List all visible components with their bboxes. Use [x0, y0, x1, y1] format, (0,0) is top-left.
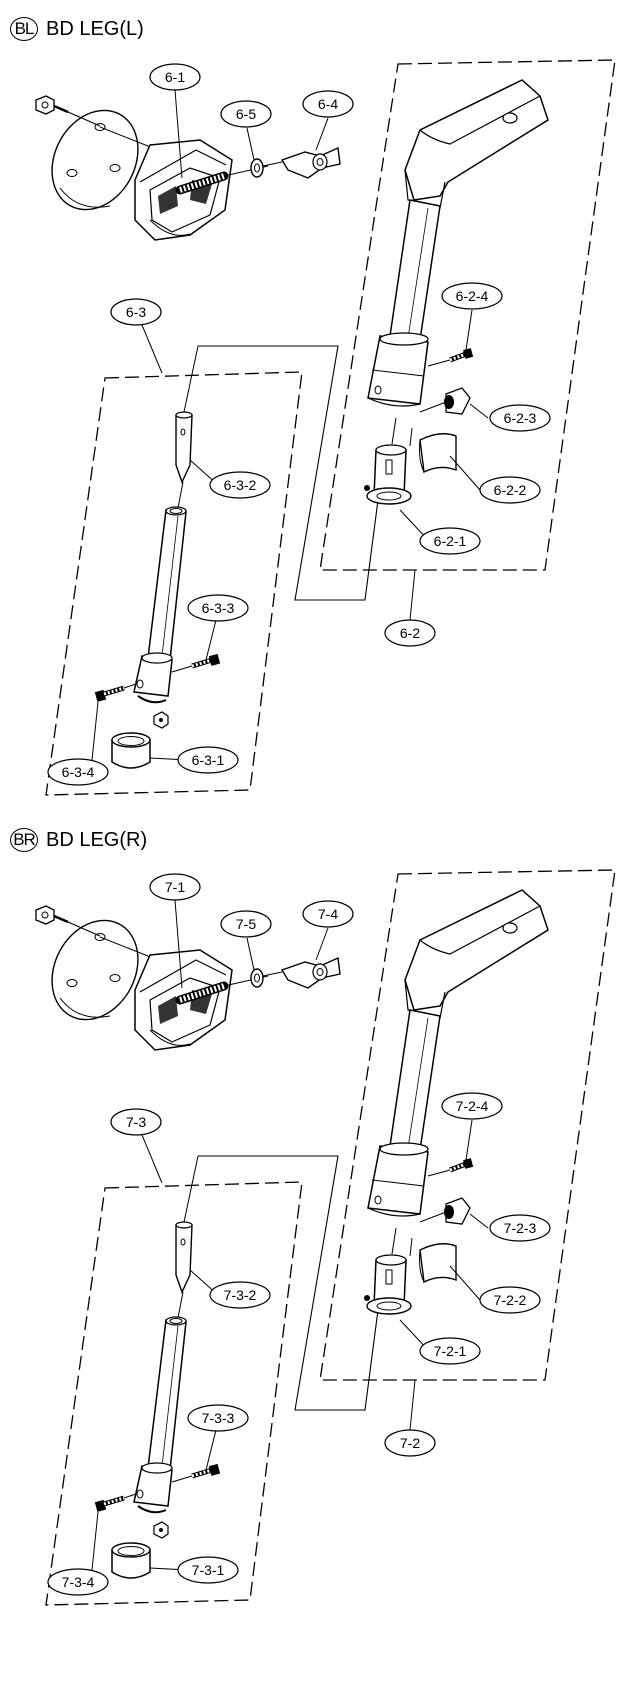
section-heading-left: BL BD LEG(L): [10, 14, 144, 44]
section-code-badge: BR: [10, 828, 38, 852]
svg-text:7-1: 7-1: [165, 879, 185, 895]
section-heading-right: BR BD LEG(R): [10, 825, 147, 855]
part-label: 6-2-2: [479, 476, 541, 504]
part-label: 6-3-4: [47, 758, 109, 786]
part-label: 7-4: [302, 900, 354, 928]
part-label: 7-2-4: [441, 1092, 503, 1120]
section-title: BD LEG(L): [46, 17, 144, 40]
svg-text:7-3: 7-3: [126, 1114, 146, 1130]
svg-text:7-4: 7-4: [318, 906, 338, 922]
section-title: BD LEG(R): [46, 828, 148, 851]
svg-text:7-2-3: 7-2-3: [504, 1220, 537, 1236]
labels-left: 6-1 6-5 6-4 6-3 6-3-2 6-3-3 6-3-4 6-3-1 …: [47, 63, 551, 786]
part-label: 7-5: [220, 910, 272, 938]
part-label: 7-2-2: [479, 1286, 541, 1314]
part-label: 6-3-1: [177, 746, 239, 774]
part-label: 7-3-2: [209, 1281, 271, 1309]
part-label: 6-5: [220, 100, 272, 128]
svg-text:7-3-1: 7-3-1: [192, 1562, 225, 1578]
part-label: 6-4: [302, 90, 354, 118]
part-label: 6-2-4: [441, 282, 503, 310]
svg-text:6-3-2: 6-3-2: [224, 477, 257, 493]
part-label: 6-2: [384, 619, 436, 647]
svg-text:6-3-3: 6-3-3: [202, 600, 235, 616]
svg-text:7-3-3: 7-3-3: [202, 1410, 235, 1426]
part-label: 7-3-1: [177, 1556, 239, 1584]
svg-text:6-2: 6-2: [400, 625, 420, 641]
svg-text:7-5: 7-5: [236, 916, 256, 932]
svg-text:7-3-2: 7-3-2: [224, 1287, 257, 1303]
part-label: 7-2: [384, 1429, 436, 1457]
svg-text:7-2-2: 7-2-2: [494, 1292, 527, 1308]
part-label: 6-1: [149, 63, 201, 91]
svg-text:6-1: 6-1: [165, 69, 185, 85]
part-label: 6-3-3: [187, 594, 249, 622]
part-label: 6-2-3: [489, 404, 551, 432]
svg-text:6-3-4: 6-3-4: [62, 764, 95, 780]
part-label: 7-2-1: [419, 1337, 481, 1365]
svg-text:6-3: 6-3: [126, 304, 146, 320]
part-label: 6-3-2: [209, 471, 271, 499]
svg-text:6-4: 6-4: [318, 96, 338, 112]
svg-text:7-2-1: 7-2-1: [434, 1343, 467, 1359]
svg-text:6-5: 6-5: [236, 106, 256, 122]
part-label: 7-3: [110, 1108, 162, 1136]
part-label: 6-2-1: [419, 527, 481, 555]
svg-text:6-2-2: 6-2-2: [494, 482, 527, 498]
part-label: 7-1: [149, 873, 201, 901]
svg-text:6-2-3: 6-2-3: [504, 410, 537, 426]
labels-right: 7-1 7-5 7-4 7-3 7-3-2 7-3-3 7-3-4 7-3-1 …: [47, 873, 551, 1596]
part-label: 7-2-3: [489, 1214, 551, 1242]
svg-text:7-2-4: 7-2-4: [456, 1098, 489, 1114]
svg-text:7-2: 7-2: [400, 1435, 420, 1451]
part-label: 6-3: [110, 298, 162, 326]
svg-text:6-3-1: 6-3-1: [192, 752, 225, 768]
svg-text:6-2-4: 6-2-4: [456, 288, 489, 304]
svg-text:7-3-4: 7-3-4: [62, 1574, 95, 1590]
part-label: 7-3-4: [47, 1568, 109, 1596]
part-label: 7-3-3: [187, 1404, 249, 1432]
section-code-badge: BL: [10, 17, 38, 41]
svg-text:6-2-1: 6-2-1: [434, 533, 467, 549]
